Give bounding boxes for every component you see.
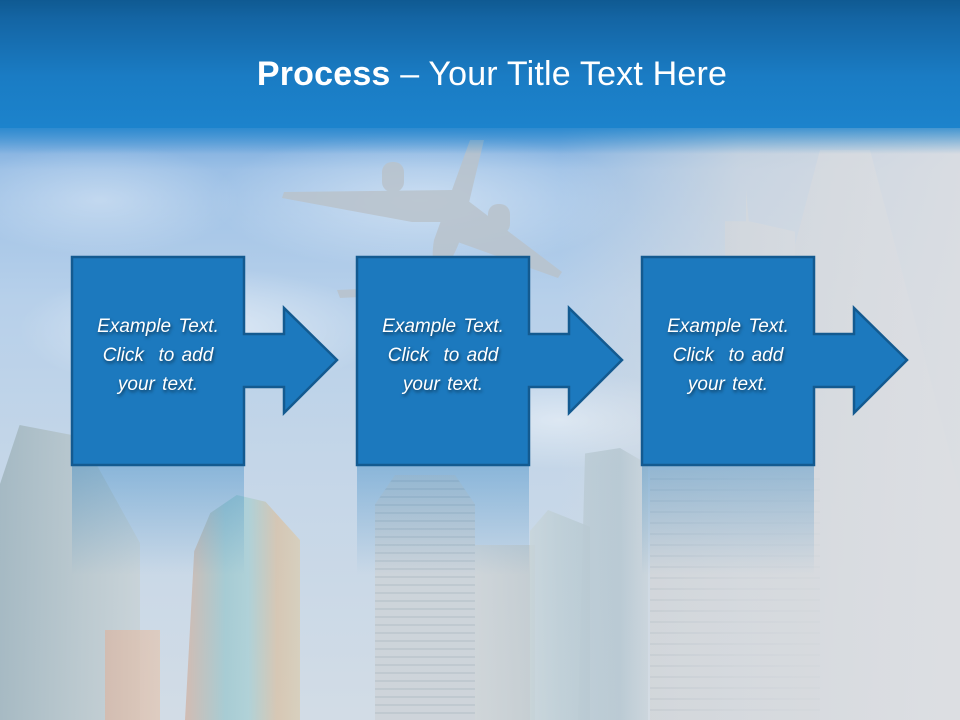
right-arrow-icon: [640, 255, 909, 467]
step-text-line: Click to add: [672, 345, 784, 366]
title-bar: [0, 0, 960, 128]
process-step-2[interactable]: Example Text. Click to add your text.: [355, 255, 627, 575]
process-step-1[interactable]: Example Text. Click to add your text.: [70, 255, 342, 575]
step-text-line: your text.: [117, 374, 199, 395]
step-text[interactable]: Example Text. Click to add your text.: [357, 312, 529, 399]
step-text[interactable]: Example Text. Click to add your text.: [642, 312, 814, 399]
process-step-3[interactable]: Example Text. Click to add your text.: [640, 255, 912, 575]
step-text-line: Click to add: [102, 345, 214, 366]
right-arrow-icon: [355, 255, 624, 467]
step-text-line: Example Text.: [97, 316, 219, 337]
step-text-line: your text.: [687, 374, 769, 395]
background-building: [185, 495, 300, 720]
title-bar-fade: [0, 124, 960, 154]
title-bold-part: Process: [256, 55, 391, 93]
step-reflection: [642, 465, 814, 575]
step-text-line: your text.: [402, 374, 484, 395]
step-reflection: [72, 465, 244, 575]
step-text-line: Example Text.: [667, 316, 789, 337]
background-building: [105, 630, 160, 720]
step-reflection: [357, 465, 529, 575]
title-rest: – Your Title Text Here: [390, 55, 728, 93]
right-arrow-icon: [70, 255, 339, 467]
airplane-icon: [282, 140, 562, 298]
slide-title[interactable]: Process – Your Title Text Here: [0, 52, 960, 96]
step-text-line: Example Text.: [382, 316, 504, 337]
background-building: [375, 475, 475, 720]
step-text[interactable]: Example Text. Click to add your text.: [72, 312, 244, 399]
background-building: [475, 545, 535, 720]
step-text-line: Click to add: [387, 345, 499, 366]
